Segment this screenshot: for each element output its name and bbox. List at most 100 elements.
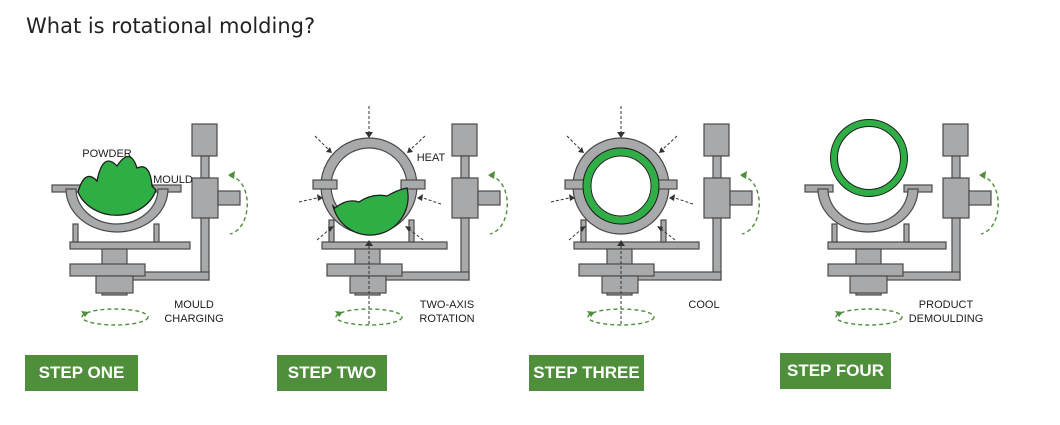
diagram-shape: [321, 241, 448, 250]
diagram-shape: [657, 226, 663, 232]
step-two-diagram: [298, 106, 508, 326]
diagram-shape: [979, 171, 986, 179]
diagram-shape: [409, 135, 426, 151]
diagram-shape: [583, 148, 659, 224]
step-one-button[interactable]: STEP ONE: [25, 355, 138, 391]
step-three-button[interactable]: STEP THREE: [529, 355, 644, 391]
arrowhead: [228, 171, 235, 179]
diagram-shape: [407, 227, 424, 241]
diagram-shape: [849, 275, 888, 294]
diagram-shape: [328, 226, 334, 232]
step-two-panel: HEAT TWO-AXIS ROTATION STEP TWO: [277, 96, 527, 396]
diagram-shape: [831, 223, 838, 243]
diagram-shape: [580, 219, 587, 243]
support-right: [153, 223, 160, 243]
step-three-panel: COOL STEP THREE: [529, 96, 779, 396]
step-three-diagram: [550, 106, 760, 326]
diagram-shape: [566, 135, 582, 151]
diagram-shape: [580, 226, 586, 232]
callout-mould: MOULD: [153, 174, 193, 186]
upper-shaft: [200, 155, 210, 179]
diagram-shape: [601, 275, 639, 294]
diagram-shape: [365, 240, 373, 246]
diagram-shape: [489, 175, 508, 235]
diagram-shape: [550, 197, 570, 203]
diagram-shape: [569, 194, 575, 201]
diagram-shape: [712, 155, 722, 179]
platform: [69, 241, 191, 250]
diagram-shape: [477, 190, 501, 206]
callout-heat: HEAT: [416, 152, 446, 164]
diagram-shape: [568, 227, 584, 241]
diagram-shape: [316, 227, 332, 241]
diagram-shape: [582, 147, 660, 225]
diagram-shape: [298, 197, 318, 203]
diagram-shape: [951, 155, 961, 179]
diagram-shape: [669, 194, 675, 201]
diagram-shape: [349, 275, 387, 294]
diagram-shape: [451, 177, 479, 219]
diagram-shape: [407, 147, 413, 153]
caption-line-2: DEMOULDING: [908, 313, 984, 325]
base-rotation-arrow: [81, 308, 149, 326]
diagram-shape: [451, 123, 478, 157]
mould-bowl: [65, 188, 169, 233]
diagram-shape: [660, 219, 667, 243]
diagram-shape: [659, 227, 676, 241]
diagram-shape: [817, 188, 919, 233]
diagram-shape: [335, 308, 403, 326]
diagram-shape: [587, 308, 655, 326]
diagram-shape: [328, 219, 335, 243]
powder-charge: [77, 155, 157, 216]
step-two-button[interactable]: STEP TWO: [277, 355, 387, 391]
step-one-panel: POWDER MOULD MOULD CHARGING STEP ONE: [25, 96, 275, 396]
caption-line-1: MOULD: [174, 299, 214, 311]
diagram-shape: [835, 308, 903, 326]
diagram-shape: [460, 217, 470, 281]
step-four-button[interactable]: STEP FOUR: [780, 353, 891, 389]
diagram-shape: [830, 119, 908, 197]
rotation-block: [191, 177, 219, 219]
side-axle: [217, 190, 241, 206]
diagram-shape: [417, 194, 423, 201]
diagram-shape: [573, 241, 700, 250]
diagram-shape: [335, 311, 343, 317]
diagram-shape: [314, 135, 330, 151]
diagram-shape: [617, 132, 625, 138]
base-plate: [69, 263, 146, 277]
diagram-shape: [488, 171, 495, 179]
step-one-diagram: [51, 123, 248, 326]
diagram-shape: [951, 217, 961, 281]
page-title: What is rotational molding?: [26, 14, 316, 38]
diagram-shape: [703, 177, 731, 219]
frame-post: [200, 217, 210, 281]
diagram-shape: [405, 226, 411, 232]
caption-line-1: TWO-AXIS: [419, 299, 475, 311]
diagram-shape: [617, 240, 625, 246]
diagram-shape: [587, 311, 595, 317]
drive-motor: [191, 123, 218, 157]
diagram-shape: [661, 135, 678, 151]
diagram-shape: [408, 219, 415, 243]
diagram-shape: [827, 263, 904, 277]
diagram-shape: [312, 179, 338, 190]
diagram-shape: [460, 155, 470, 179]
diagram-shape: [827, 241, 947, 250]
diagram-shape: [331, 187, 409, 236]
diagram-shape: [590, 155, 652, 217]
diagram-shape: [659, 147, 665, 153]
diagram-shape: [942, 123, 969, 157]
caption-line-2: CHARGING: [164, 313, 224, 325]
caption-line-2: ROTATION: [419, 313, 475, 325]
diagram-shape: [903, 223, 910, 243]
diagram-shape: [980, 175, 999, 235]
diagram-shape: [422, 197, 442, 205]
diagram-shape: [578, 147, 584, 153]
diagram-shape: [942, 177, 970, 219]
diagram-shape: [835, 311, 843, 317]
diagram-shape: [712, 217, 722, 281]
diagram-shape: [365, 132, 373, 138]
diagram-shape: [729, 190, 753, 206]
diagram-shape: [400, 179, 426, 190]
diagram-shape: [703, 123, 730, 157]
